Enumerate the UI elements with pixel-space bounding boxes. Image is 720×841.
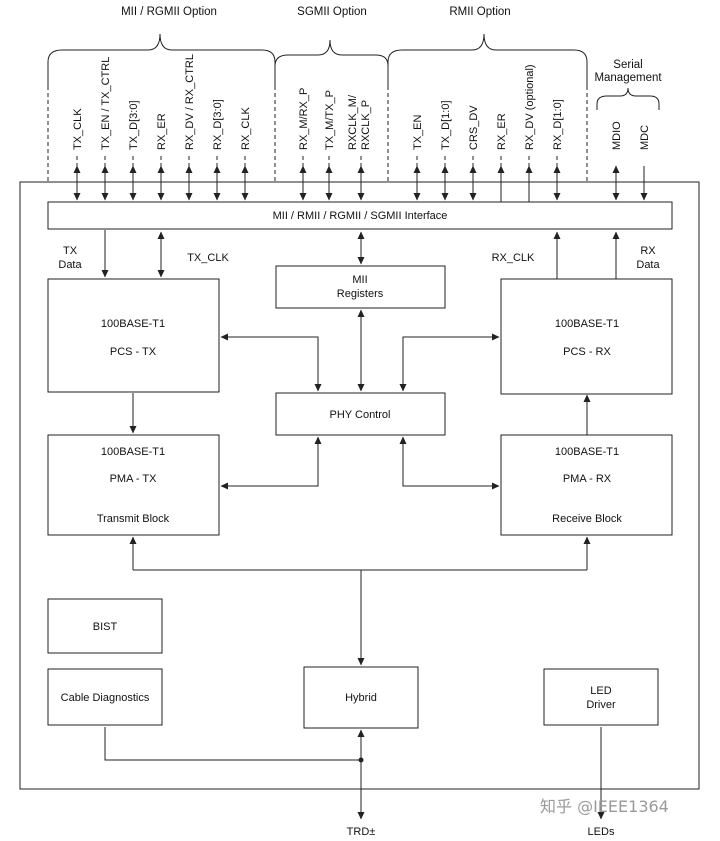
- led-driver-line1: LED: [590, 685, 611, 697]
- hybrid-label: Hybrid: [345, 692, 377, 704]
- tx-data-label-line2: Data: [58, 259, 82, 271]
- pcs-rx-block: 100BASE-T1 PCS - RX: [500, 278, 673, 395]
- pma-tx-line2: PMA - TX: [110, 473, 158, 485]
- group-management-label: Management: [594, 72, 662, 84]
- signal-rmii-tx-d: TX_D[1:0]: [440, 100, 452, 150]
- bist-label: BIST: [93, 621, 118, 633]
- mii-signal-labels: TX_CLK TX_EN / TX_CTRL TX_D[3:0] RX_ER R…: [72, 54, 252, 150]
- mii-registers-block: MII Registers: [275, 265, 446, 309]
- watermark-text: 知乎 @IEEE1364: [540, 797, 669, 816]
- mii-rgmii-brace: [47, 33, 276, 86]
- signal-crs-dv: CRS_DV: [468, 105, 480, 150]
- rx-clk-label: RX_CLK: [492, 252, 535, 264]
- signal-rx-d: RX_D[3:0]: [212, 99, 224, 150]
- tx-clk-label: TX_CLK: [187, 252, 229, 264]
- pma-tx-line1: 100BASE-T1: [101, 446, 165, 458]
- cable-diagnostics-block: Cable Diagnostics: [47, 668, 163, 726]
- pma-rx-block: 100BASE-T1 PMA - RX Receive Block: [500, 434, 673, 536]
- signal-mdio: MDIO: [611, 121, 623, 150]
- pcs-tx-line2: PCS - TX: [110, 346, 157, 358]
- pcs-tx-block: 100BASE-T1 PCS - TX: [47, 278, 220, 393]
- rx-data-label-line2: Data: [636, 259, 660, 271]
- pma-rx-line3: Receive Block: [552, 513, 622, 525]
- pma-tx-block: 100BASE-T1 PMA - TX Transmit Block: [47, 434, 220, 536]
- signal-rxclk-m: RXCLK_M/: [347, 94, 359, 150]
- tx-data-label-line1: TX: [63, 245, 78, 257]
- sgmii-brace: [274, 39, 389, 86]
- signal-rmii-rx-er: RX_ER: [496, 113, 508, 150]
- group-sgmii-label: SGMII Option: [297, 6, 367, 18]
- bist-block: BIST: [47, 598, 163, 654]
- signal-rmii-rx-dv: RX_DV (optional): [524, 64, 536, 150]
- signal-rmii-rx-d: RX_D[1:0]: [552, 99, 564, 150]
- phy-control-label: PHY Control: [330, 409, 391, 421]
- signal-rmii-tx-en: TX_EN: [412, 114, 424, 150]
- hybrid-block: Hybrid: [303, 666, 419, 729]
- serial-brace: [596, 87, 660, 110]
- signal-rx-er: RX_ER: [156, 113, 168, 150]
- phy-control-block: PHY Control: [275, 392, 446, 436]
- pma-tx-line3: Transmit Block: [97, 513, 170, 525]
- pma-rx-line1: 100BASE-T1: [555, 446, 619, 458]
- pcs-rx-line1: 100BASE-T1: [555, 318, 619, 330]
- signal-tx-d: TX_D[3:0]: [128, 100, 140, 150]
- rmii-signal-labels: TX_EN TX_D[1:0] CRS_DV RX_ER RX_DV (opti…: [412, 64, 564, 150]
- group-serial-label: Serial: [613, 59, 642, 71]
- signal-rx-dv-ctrl: RX_DV / RX_CTRL: [184, 54, 196, 150]
- interface-signal-arrows: [73, 165, 648, 201]
- interface-label: MII / RMII / RGMII / SGMII Interface: [273, 210, 448, 222]
- mii-registers-line1: MII: [352, 274, 367, 286]
- internal-connections: [101, 230, 620, 820]
- dashed-signal-lines: [47, 86, 588, 202]
- rx-data-label-line1: RX: [640, 245, 656, 257]
- signal-rxclk-p: RXCLK_P: [360, 100, 372, 150]
- group-mii-rgmii-label: MII / RGMII Option: [121, 6, 217, 18]
- pcs-tx-line1: 100BASE-T1: [101, 318, 165, 330]
- led-driver-block: LED Driver: [543, 668, 659, 726]
- mii-registers-line2: Registers: [337, 288, 384, 300]
- trd-label: TRD±: [347, 826, 376, 838]
- pcs-rx-line2: PCS - RX: [563, 346, 611, 358]
- pma-rx-line2: PMA - RX: [563, 473, 612, 485]
- serial-signal-labels: MDIO MDC: [611, 121, 651, 150]
- signal-rx-clk: RX_CLK: [240, 107, 252, 150]
- signal-tx-en-ctrl: TX_EN / TX_CTRL: [100, 57, 112, 150]
- signal-tx-m-p: TX_M/TX_P: [324, 90, 336, 150]
- sgmii-signal-labels: RX_M/RX_P TX_M/TX_P RXCLK_M/ RXCLK_P: [298, 88, 372, 150]
- rmii-brace: [387, 33, 588, 86]
- signal-rx-m-p: RX_M/RX_P: [298, 88, 310, 150]
- led-driver-line2: Driver: [586, 699, 616, 711]
- signal-mdc: MDC: [639, 125, 651, 150]
- cable-diagnostics-label: Cable Diagnostics: [61, 692, 150, 704]
- signal-tx-clk: TX_CLK: [72, 108, 84, 150]
- leds-label: LEDs: [588, 826, 615, 838]
- interface-block: [47, 201, 673, 230]
- group-rmii-label: RMII Option: [449, 6, 510, 18]
